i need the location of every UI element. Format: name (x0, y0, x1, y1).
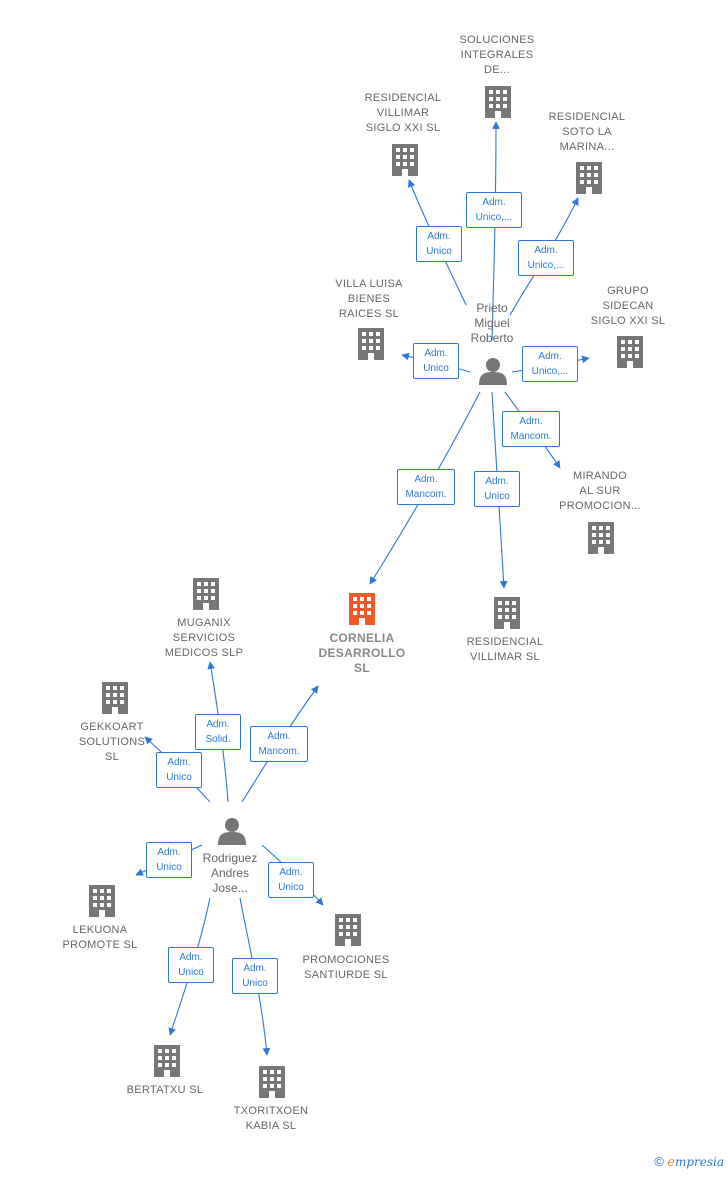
edge-label-villa-luisa: Adm. Unico (413, 343, 459, 379)
building-icon (617, 336, 643, 368)
building-icon (576, 162, 602, 194)
edge-line (491, 121, 500, 341)
person-icon (218, 818, 246, 845)
building-icon (588, 522, 614, 554)
company-promociones[interactable]: PROMOCIONES SANTIURDE SL (302, 954, 390, 981)
edge-label-res-villimar: Adm. Unico (474, 471, 520, 507)
edge-label-grupo-sidecan: Adm. Unico,... (522, 346, 578, 382)
watermark[interactable]: © empresia (654, 1154, 724, 1170)
building-icon (485, 86, 511, 118)
company-grupo-sidecan[interactable]: GRUPO SIDECAN SIGLO XXI SL (590, 285, 666, 327)
edge-label-res-soto: Adm. Unico,... (518, 240, 574, 276)
edge-label-lekuona: Adm. Unico (146, 842, 192, 878)
company-bertatxu[interactable]: BERTATXU SL (126, 1084, 204, 1096)
edge-label-res-villimar-xxi: Adm. Unico (416, 226, 462, 262)
brand-logo-text: mpresia (674, 1155, 724, 1169)
company-villa-luisa[interactable]: VILLA LUISA BIENES RAICES SL (335, 278, 403, 320)
building-icon (102, 682, 128, 714)
brand-logo-initial: e (667, 1155, 675, 1170)
building-icon (358, 328, 384, 360)
company-gekkoart[interactable]: GEKKOART SOLUTIONS SL (78, 721, 146, 763)
building-icon (154, 1045, 180, 1077)
person-prieto-label[interactable]: Prieto Miguel Roberto (470, 301, 514, 345)
building-icon (392, 144, 418, 176)
person-icon (479, 358, 507, 385)
company-mirando[interactable]: MIRANDO AL SUR PROMOCION... (559, 470, 641, 512)
edge-label-txoritxoen: Adm. Unico (232, 958, 278, 994)
edge-label-soluciones: Adm. Unico,... (466, 192, 522, 228)
building-icon (335, 914, 361, 946)
edge-label-gekkoart: Adm. Unico (156, 752, 202, 788)
company-res-villimar[interactable]: RESIDENCIAL VILLIMAR SL (466, 636, 544, 663)
building-icon (259, 1066, 285, 1098)
edge-label-cornelia-prieto: Adm. Mancom. (397, 469, 455, 505)
edge-label-cornelia-rodriguez: Adm. Mancom. (250, 726, 308, 762)
building-icon-highlight (349, 593, 375, 625)
company-res-villimar-xxi[interactable]: RESIDENCIAL VILLIMAR SIGLO XXI SL (364, 92, 442, 134)
person-rodriguez-label[interactable]: Rodriguez Andres Jose... (202, 851, 258, 895)
edge-label-muganix: Adm. Solid. (195, 714, 241, 750)
building-icon (89, 885, 115, 917)
building-icon (193, 578, 219, 610)
company-muganix[interactable]: MUGANIX SERVICIOS MEDICOS SLP (164, 617, 244, 659)
company-lekuona[interactable]: LEKUONA PROMOTE SL (62, 924, 138, 951)
company-soluciones[interactable]: SOLUCIONES INTEGRALES DE... (459, 34, 535, 76)
building-icon (494, 597, 520, 629)
edge-label-bertatxu: Adm. Unico (168, 947, 214, 983)
company-res-soto[interactable]: RESIDENCIAL SOTO LA MARINA... (548, 111, 626, 153)
edge-label-mirando: Adm. Mancom. (502, 411, 560, 447)
copyright-icon: © (654, 1154, 664, 1169)
company-cornelia[interactable]: CORNELIA DESARROLLO SL (318, 631, 406, 675)
edge-label-promociones: Adm. Unico (268, 862, 314, 898)
company-txoritxoen[interactable]: TXORITXOEN KABIA SL (233, 1105, 309, 1132)
